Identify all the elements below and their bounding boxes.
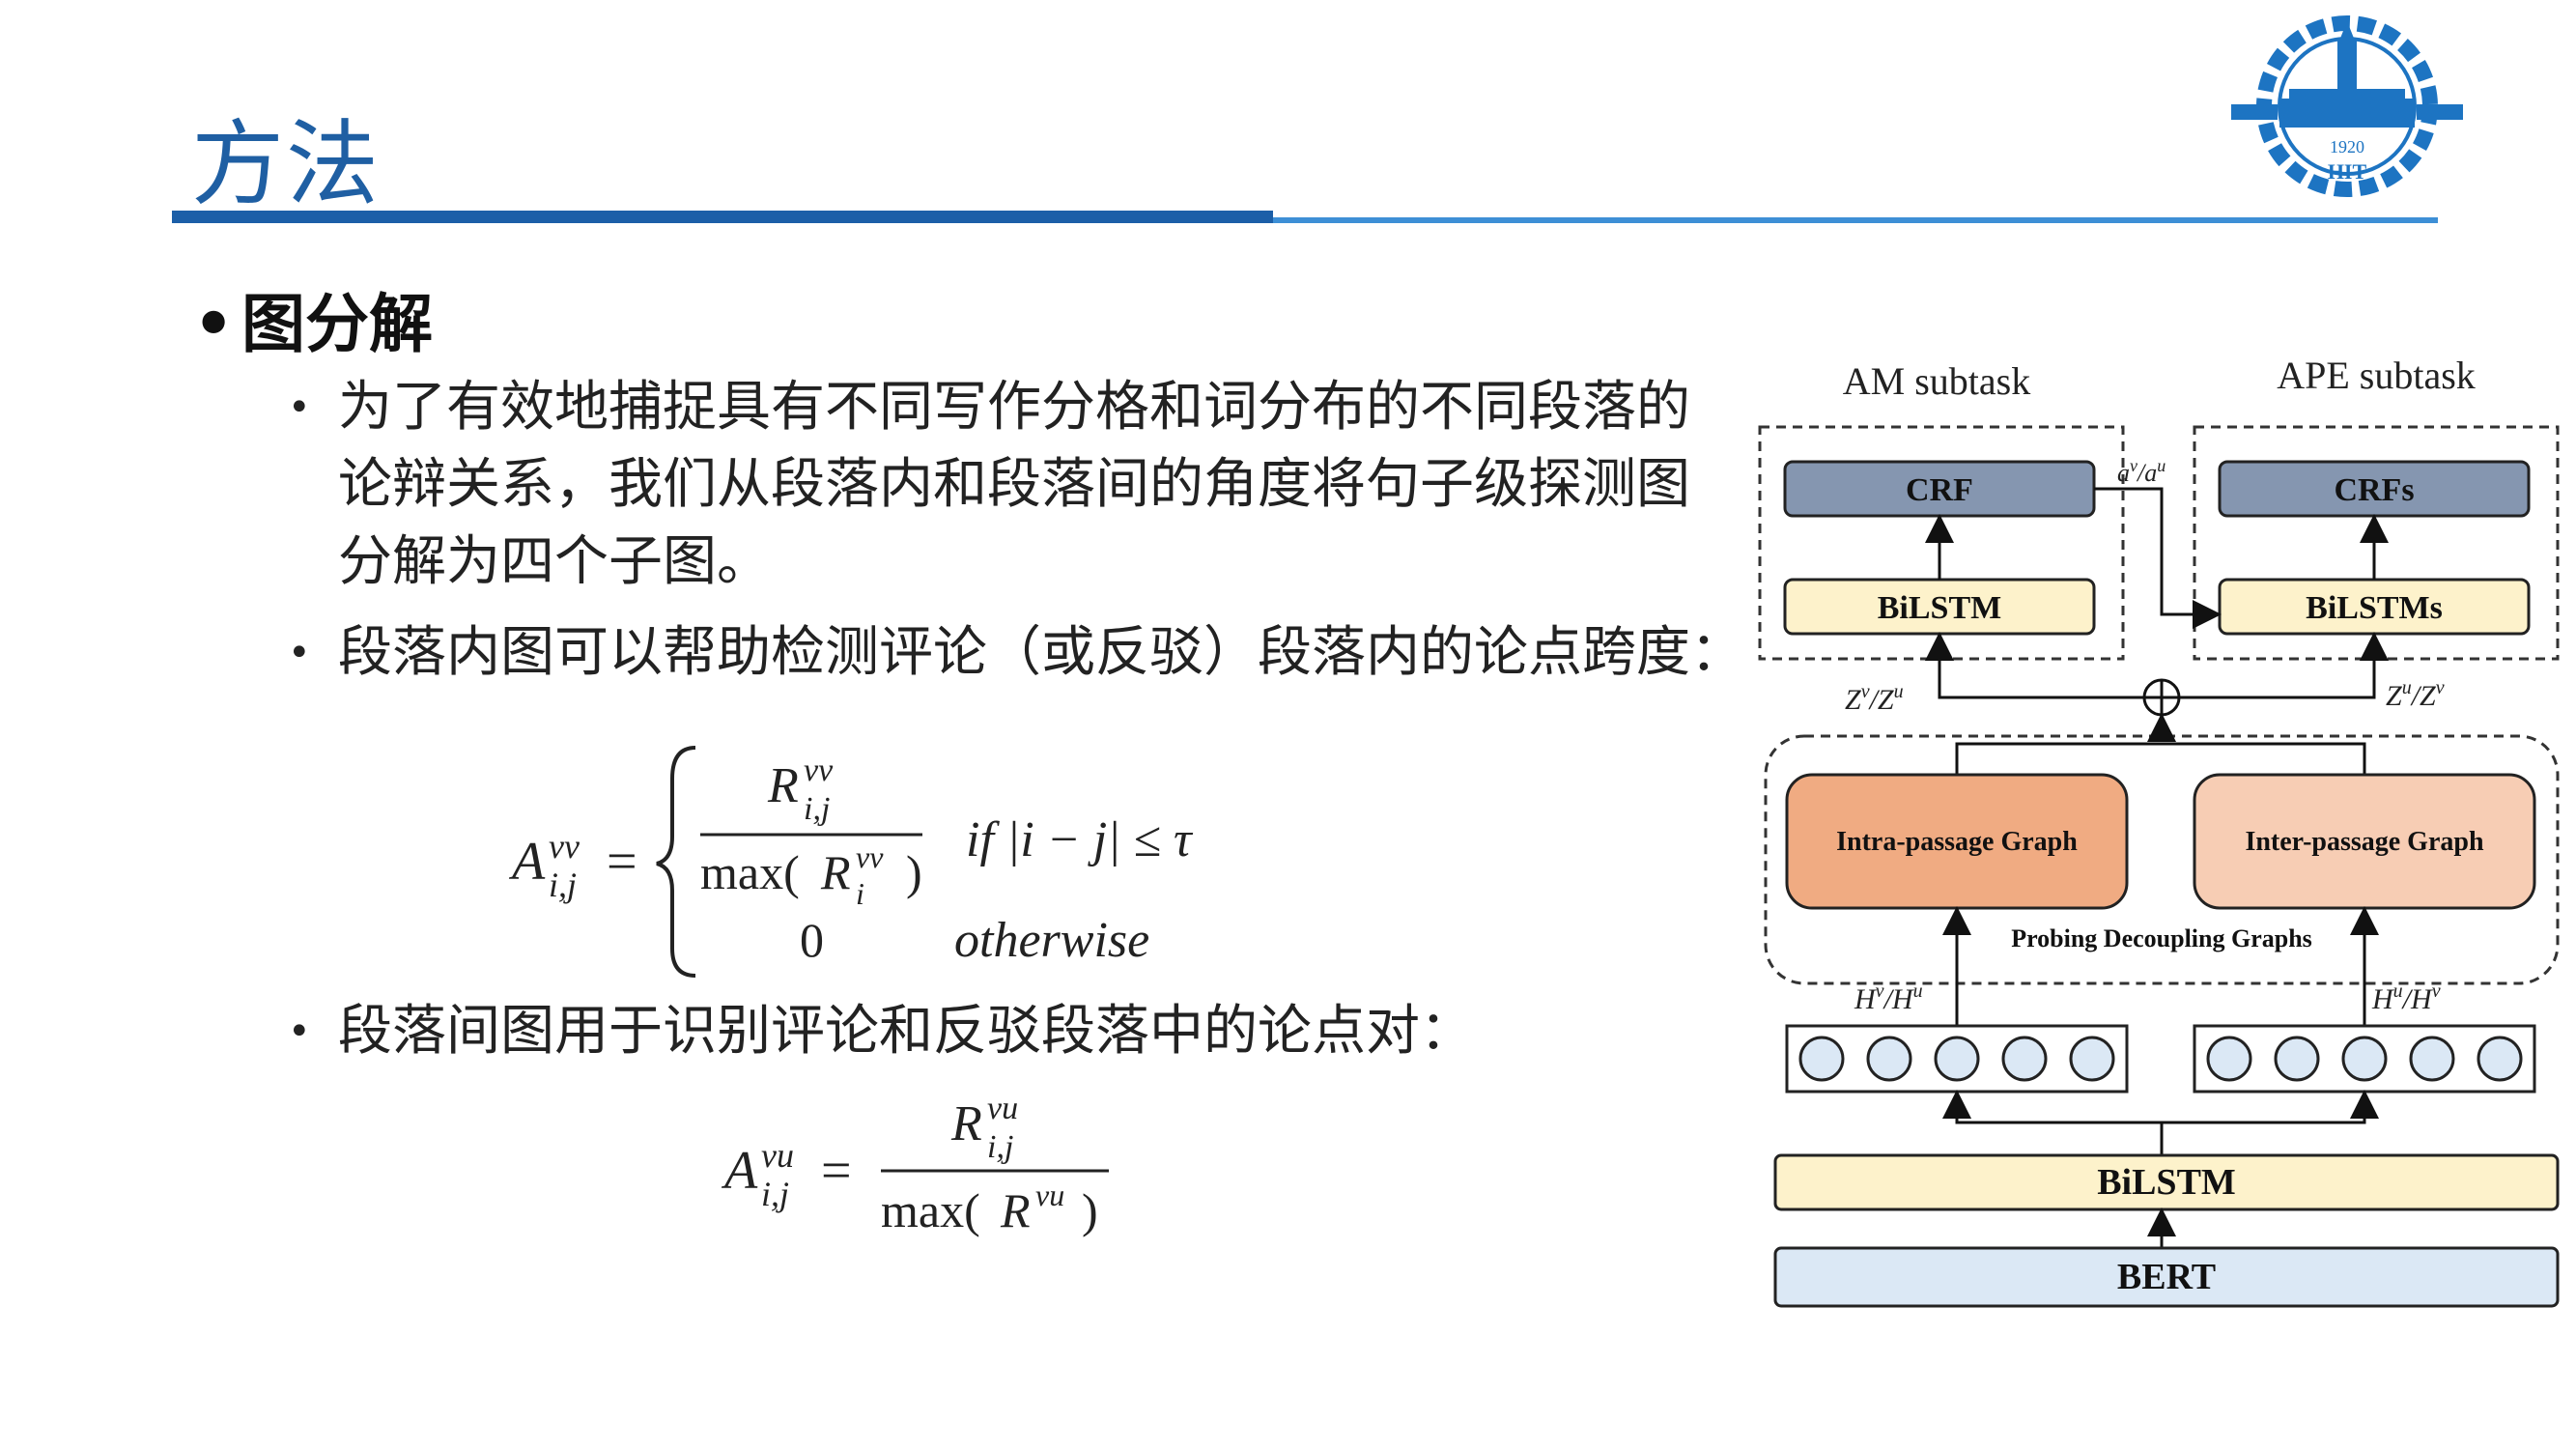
bullet-1-line-2: 论辩关系，我们从段落内和段落间的角度将句子级探测图 [338,453,1690,516]
slide-title: 方法 [191,110,381,218]
f2-num-sup: vu [987,1092,1018,1126]
token-node [1798,1036,1845,1082]
f2-num-sub: i,j [987,1129,1013,1165]
token-node [2341,1036,2388,1082]
f2-den-text: max( [881,1183,980,1237]
token-node [2206,1036,2252,1082]
zv-zu-label: Zv/Zu [1845,681,1904,716]
probing-container [1764,734,2560,985]
ape-bilstms-label: BiLSTMs [2306,590,2443,626]
token-node [2274,1036,2320,1082]
token-node [2409,1036,2455,1082]
bert-box [1773,1246,2560,1308]
f1-cond1: if |i − j| ≤ τ [966,812,1194,867]
logo-year: 1920 [2330,137,2364,156]
f2-lhs-sub: i,j [761,1175,789,1213]
token-node [1934,1036,1980,1082]
f1-den-sub: i [856,876,864,911]
f1-brace [656,746,696,978]
f1-lhs-sup: vv [549,827,580,866]
f1-num-base: R [767,758,799,813]
am-subtask-label: AM subtask [1843,359,2030,403]
hv-hu-label: Hv/Hu [1854,980,1923,1015]
intra-passage-graph-label: Intra-passage Graph [1836,827,2078,857]
formula-intra-passage: A vv i,j = R vv i,j max( R vv i ) if |i … [508,746,1194,978]
bullet-dot: • [193,287,235,361]
f1-zero: 0 [800,913,824,967]
hu-hv-label: Hu/Hv [2371,980,2441,1015]
f1-num-sub: i,j [804,791,830,827]
section-heading: •图分解 [193,272,433,365]
f2-eq: = [821,1141,852,1201]
zu-zv-label: Zu/Zv [2386,677,2445,712]
token-node [2477,1036,2523,1082]
f1-den-text: max( [700,845,800,899]
section-heading-text: 图分解 [241,287,433,361]
f1-lhs-base: A [508,832,546,892]
f1-cond2: otherwise [954,913,1149,968]
am-bilstm-label: BiLSTM [1878,590,2001,626]
bullet-1-line-3: 分解为四个子图。 [338,530,771,593]
hit-logo: 1920 HIT [2231,15,2463,197]
f1-den-close: ) [906,845,922,899]
f2-num-base: R [950,1096,982,1151]
f2-den-close: ) [1082,1183,1098,1237]
f1-den-base: R [820,845,851,899]
bullet-dot: • [288,385,311,430]
bert-label: BERT [2117,1257,2216,1297]
crf-label: CRF [1906,472,1973,508]
bullet-dot: • [288,1009,311,1054]
probing-label: Probing Decoupling Graphs [2011,924,2312,952]
token-node [2069,1036,2115,1082]
token-node [2001,1036,2048,1082]
bullet-intra-passage: • 段落内图可以帮助检测评论（或反驳）段落内的论点跨度： [288,614,1744,692]
token-node [1866,1036,1912,1082]
crfs-label: CRFs [2334,472,2414,508]
bullet-inter-passage: • 段落间图用于识别评论和反驳段落中的论点对： [288,993,1474,1070]
f2-lhs-sup: vu [761,1136,794,1175]
title-underline-dark [172,211,1273,223]
f1-den-sup: vv [856,839,884,874]
f2-lhs-base: A [721,1141,758,1201]
f2-den-base: R [1000,1183,1031,1237]
logo-letters: HIT [2328,159,2367,184]
inter-passage-graph-label: Inter-passage Graph [2245,827,2484,857]
f1-num-sup: vv [804,753,834,788]
title-underline-light [1273,217,2438,223]
bullet-1-line-1: 为了有效地捕捉具有不同写作分格和词分布的不同段落的 [338,376,1690,439]
bullet-2-text: 段落内图可以帮助检测评论（或反驳）段落内的论点跨度： [338,621,1744,684]
bullet-graph-decomposition: • 为了有效地捕捉具有不同写作分格和词分布的不同段落的 论辩关系，我们从段落内和… [288,369,1690,601]
encoder-bilstm-label: BiLSTM [2097,1162,2236,1203]
bullet-3-text: 段落间图用于识别评论和反驳段落中的论点对： [338,1000,1474,1063]
formula-inter-passage: A vu i,j = R vu i,j max( R vu ) [721,1092,1109,1237]
model-architecture-diagram: AM subtask APE subtask CRF CRFs BiLSTM B… [1758,354,2560,1308]
f2-den-sup: vu [1035,1178,1064,1212]
f1-lhs-sub: i,j [549,866,577,904]
ape-subtask-label: APE subtask [2277,354,2476,397]
bullet-dot: • [288,631,311,675]
f1-eq: = [607,832,637,892]
av-au-label: av/au [2117,456,2166,487]
